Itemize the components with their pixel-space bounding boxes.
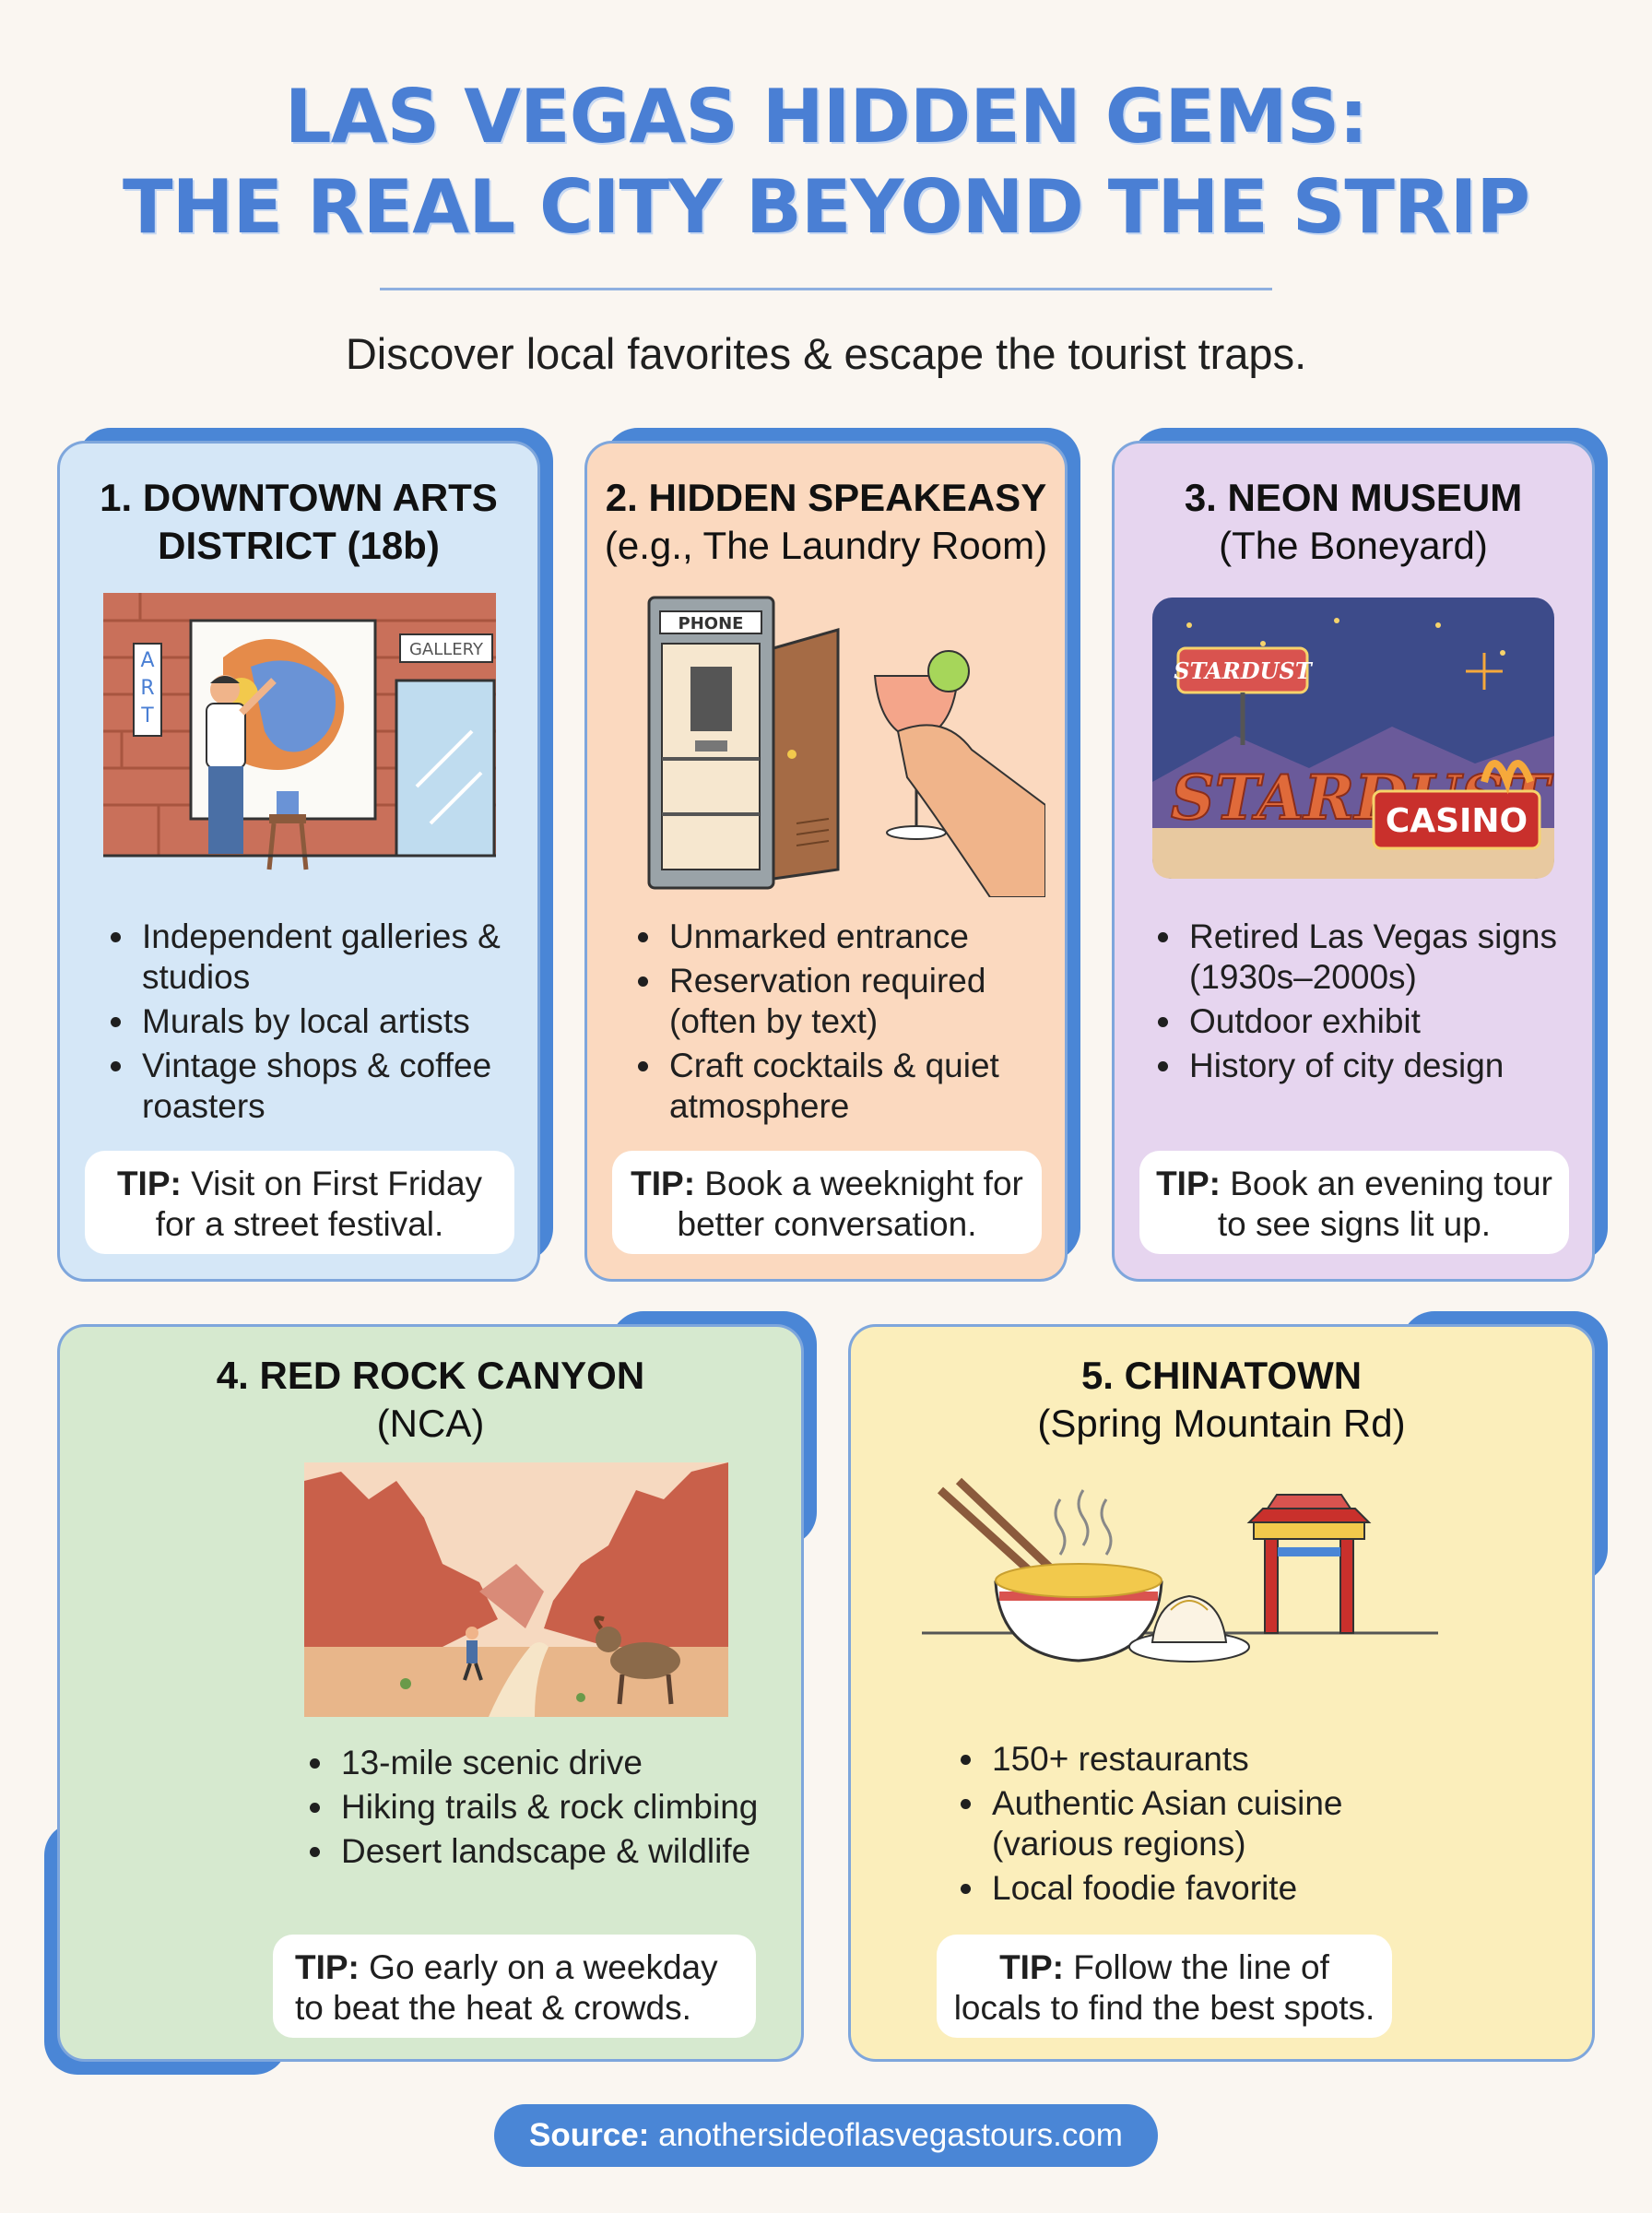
- list-item: Hiking trails & rock climbing: [306, 1787, 785, 1828]
- card-title-line-1: 2. HIDDEN SPEAKEASY: [605, 476, 1047, 519]
- card-title-line-2: DISTRICT (18b): [158, 524, 440, 567]
- card-title: 4. RED ROCK CANYON (NCA): [57, 1352, 804, 1448]
- card-title-line-1: 4. RED ROCK CANYON: [216, 1354, 645, 1397]
- speakeasy-illustration: PHONE: [647, 596, 1045, 897]
- card-title-line-1: 3. NEON MUSEUM: [1184, 476, 1523, 519]
- card-neon-museum: 3. NEON MUSEUM (The Boneyard) STARDUST S…: [1112, 428, 1608, 1282]
- list-item: Desert landscape & wildlife: [306, 1831, 785, 1872]
- art-sign-letter-a: A: [140, 649, 154, 672]
- list-item: Local foodie favorite: [957, 1868, 1473, 1909]
- list-item: Craft cocktails & quiet atmosphere: [634, 1046, 1049, 1127]
- card-body: [57, 441, 540, 1282]
- card-title-line-2: (The Boneyard): [1219, 524, 1488, 567]
- list-item: Reservation required (often by text): [634, 961, 1049, 1042]
- card-title-line-1: 1. DOWNTOWN ARTS: [100, 476, 498, 519]
- card-title-line-2: (Spring Mountain Rd): [1037, 1402, 1406, 1445]
- tip-text: Book a weeknight for better conversation…: [677, 1165, 1023, 1243]
- list-item: Outdoor exhibit: [1154, 1001, 1578, 1042]
- tip-box: TIP: Go early on a weekday to beat the h…: [273, 1935, 756, 2038]
- card-red-rock-canyon: 4. RED ROCK CANYON (NCA) 13-mile scenic …: [44, 1311, 817, 2075]
- card-title: 2. HIDDEN SPEAKEASY (e.g., The Laundry R…: [584, 474, 1068, 570]
- tip-box: TIP: Book a weeknight for better convers…: [612, 1151, 1042, 1254]
- tip-text: Visit on First Friday for a street festi…: [155, 1165, 483, 1243]
- title-divider: [380, 288, 1272, 290]
- card-bullet-list: 150+ restaurants Authentic Asian cuisine…: [957, 1739, 1473, 1912]
- source-link[interactable]: anothersideoflasvegastours.com: [649, 2117, 1123, 2153]
- list-item: Murals by local artists: [107, 1001, 513, 1042]
- card-title: 3. NEON MUSEUM (The Boneyard): [1112, 474, 1595, 570]
- card-chinatown: 5. CHINATOWN (Spring Mountain Rd) 150+ r…: [848, 1311, 1608, 2062]
- chinatown-illustration: [922, 1477, 1438, 1663]
- tip-box: TIP: Visit on First Friday for a street …: [85, 1151, 514, 1254]
- card-bullet-list: 13-mile scenic drive Hiking trails & roc…: [306, 1743, 785, 1876]
- list-item: 13-mile scenic drive: [306, 1743, 785, 1783]
- list-item: Vintage shops & coffee roasters: [107, 1046, 513, 1127]
- page-title: LAS VEGAS HIDDEN GEMS: THE REAL CITY BEY…: [0, 72, 1652, 253]
- tip-label: TIP:: [116, 1165, 182, 1202]
- title-line-2: THE REAL CITY BEYOND THE STRIP: [123, 164, 1530, 250]
- list-item: Authentic Asian cuisine (various regions…: [957, 1783, 1473, 1864]
- source-label: Source:: [529, 2117, 650, 2153]
- red-rock-canyon-illustration: [304, 1462, 728, 1717]
- tip-label: TIP:: [631, 1165, 696, 1202]
- phone-sign-text: PHONE: [678, 614, 744, 633]
- card-title-line-2: (NCA): [376, 1402, 485, 1445]
- card-title-line-1: 5. CHINATOWN: [1080, 1354, 1363, 1397]
- list-item: Unmarked entrance: [634, 917, 1049, 957]
- card-hidden-speakeasy: 2. HIDDEN SPEAKEASY (e.g., The Laundry R…: [584, 428, 1080, 1282]
- tip-label: TIP:: [1156, 1165, 1221, 1202]
- card-bullet-list: Independent galleries & studios Murals b…: [107, 917, 513, 1130]
- card-title: 1. DOWNTOWN ARTS DISTRICT (18b): [57, 474, 540, 570]
- list-item: Retired Las Vegas signs (1930s–2000s): [1154, 917, 1578, 998]
- gallery-sign-text: GALLERY: [409, 640, 484, 659]
- card-downtown-arts: 1. DOWNTOWN ARTS DISTRICT (18b) A R T GA…: [57, 428, 553, 1282]
- tip-box: TIP: Follow the line of locals to find t…: [937, 1935, 1392, 2038]
- neon-museum-illustration: STARDUST STARDUST CASINO: [1152, 598, 1554, 879]
- card-title: 5. CHINATOWN (Spring Mountain Rd): [848, 1352, 1595, 1448]
- source-badge: Source: anothersideoflasvegastours.com: [494, 2104, 1158, 2167]
- tip-text: Go early on a weekday to beat the heat &…: [295, 1948, 718, 2027]
- tip-text: Follow the line of locals to find the be…: [953, 1948, 1375, 2027]
- list-item: 150+ restaurants: [957, 1739, 1473, 1780]
- card-title-line-2: (e.g., The Laundry Room): [604, 524, 1048, 567]
- title-line-1: LAS VEGAS HIDDEN GEMS:: [284, 74, 1368, 160]
- subtitle: Discover local favorites & escape the to…: [345, 329, 1307, 378]
- stardust-small-sign-text: STARDUST: [1174, 657, 1314, 684]
- tip-label: TIP:: [295, 1948, 360, 1986]
- list-item: History of city design: [1154, 1046, 1578, 1086]
- card-bullet-list: Unmarked entrance Reservation required (…: [634, 917, 1049, 1130]
- casino-sign-text: CASINO: [1386, 802, 1528, 840]
- tip-label: TIP:: [999, 1948, 1064, 1986]
- arts-district-illustration: A R T GALLERY: [103, 593, 496, 870]
- art-sign-letter-r: R: [140, 677, 154, 700]
- card-bullet-list: Retired Las Vegas signs (1930s–2000s) Ou…: [1154, 917, 1578, 1090]
- tip-text: Book an evening tour to see signs lit up…: [1217, 1165, 1552, 1243]
- tip-box: TIP: Book an evening tour to see signs l…: [1139, 1151, 1569, 1254]
- list-item: Independent galleries & studios: [107, 917, 513, 998]
- art-sign-letter-t: T: [140, 704, 154, 728]
